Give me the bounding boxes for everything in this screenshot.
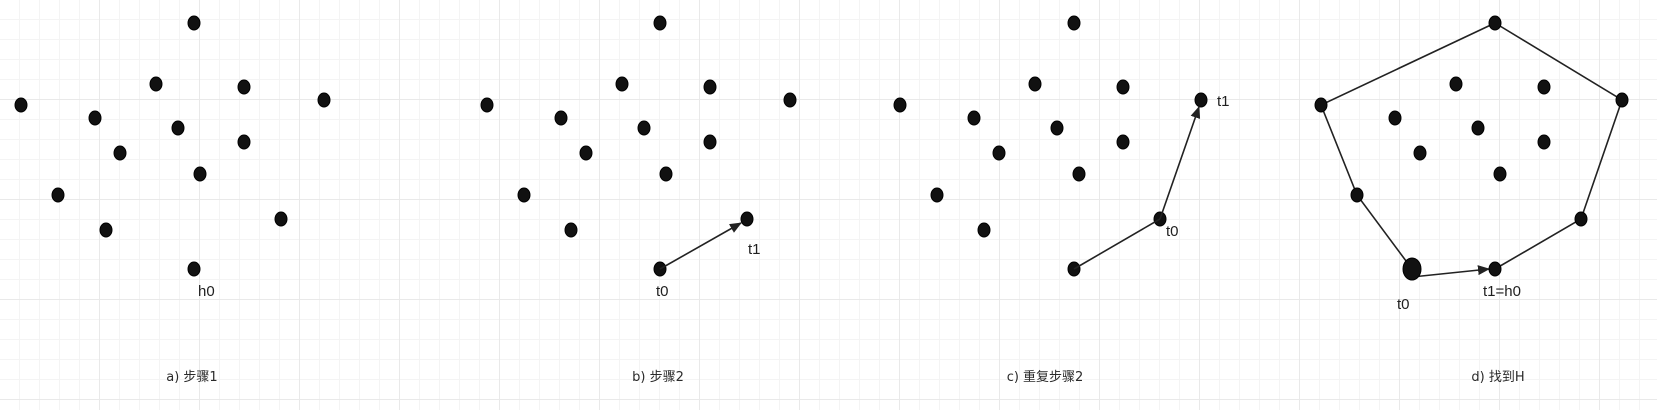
point-t1-h0: [1488, 261, 1502, 277]
point: [1028, 76, 1042, 92]
point-set: [1314, 15, 1629, 281]
point: [893, 97, 907, 113]
point: [99, 222, 113, 238]
hull-point: [1615, 92, 1629, 108]
point: [1072, 166, 1086, 182]
arrow-t0-to-t1: [1411, 265, 1490, 278]
label-t1: t1: [748, 241, 761, 258]
point: [637, 120, 651, 136]
point: [480, 97, 494, 113]
caption-a: a) 步骤1: [166, 370, 217, 385]
panel-c: t0 t1 c) 重复步骤2: [893, 15, 1230, 385]
point: [171, 120, 185, 136]
point: [51, 187, 65, 203]
point: [1050, 120, 1064, 136]
hull-point: [1488, 15, 1502, 31]
point: [14, 97, 28, 113]
point: [579, 145, 593, 161]
point: [274, 211, 288, 227]
point: [517, 187, 531, 203]
hull-point: [1350, 187, 1364, 203]
arrow-t0-to-t1: [659, 222, 742, 270]
point: [659, 166, 673, 182]
label-t0: t0: [1166, 223, 1179, 240]
point: [1388, 110, 1402, 126]
point: [1537, 134, 1551, 150]
panel-b: t0 t1 b) 步骤2: [480, 15, 797, 385]
point: [967, 110, 981, 126]
point-set: [14, 15, 331, 277]
point: [615, 76, 629, 92]
label-h0: h0: [198, 283, 215, 300]
point: [1449, 76, 1463, 92]
point: [1413, 145, 1427, 161]
point: [113, 145, 127, 161]
point: [1067, 15, 1081, 31]
point: [930, 187, 944, 203]
point: [237, 79, 251, 95]
panel-d: t0 t1=h0 d) 找到H: [1314, 15, 1629, 385]
point: [88, 110, 102, 126]
hull-point: [1314, 97, 1328, 113]
label-t0: t0: [1397, 296, 1410, 313]
label-t1-h0: t1=h0: [1483, 283, 1521, 300]
point-t1: [1194, 92, 1208, 108]
point-t0: [1402, 257, 1422, 281]
point: [1116, 134, 1130, 150]
point: [554, 110, 568, 126]
point-t1: [740, 211, 754, 227]
panel-a: h0 a) 步骤1: [14, 15, 331, 385]
point: [783, 92, 797, 108]
arrow-t0-to-t1: [1159, 106, 1201, 220]
point: [1116, 79, 1130, 95]
caption-c: c) 重复步骤2: [1007, 369, 1084, 385]
convex-hull: [1494, 22, 1623, 270]
point-h0: [187, 261, 201, 277]
point: [187, 15, 201, 31]
point: [703, 134, 717, 150]
point: [977, 222, 991, 238]
point: [1471, 120, 1485, 136]
point: [564, 222, 578, 238]
label-t1: t1: [1217, 93, 1230, 110]
point: [149, 76, 163, 92]
caption-b: b) 步骤2: [632, 370, 684, 385]
hull-point: [1574, 211, 1588, 227]
point: [1537, 79, 1551, 95]
label-t0: t0: [656, 283, 669, 300]
point-set: [480, 15, 797, 277]
point-set: [893, 15, 1208, 277]
point: [1493, 166, 1507, 182]
convex-hull: [1319, 22, 1496, 270]
point: [992, 145, 1006, 161]
hull-edge: [1073, 218, 1161, 270]
point: [317, 92, 331, 108]
point: [653, 15, 667, 31]
point: [237, 134, 251, 150]
caption-d: d) 找到H: [1471, 370, 1524, 385]
point: [703, 79, 717, 95]
point: [193, 166, 207, 182]
